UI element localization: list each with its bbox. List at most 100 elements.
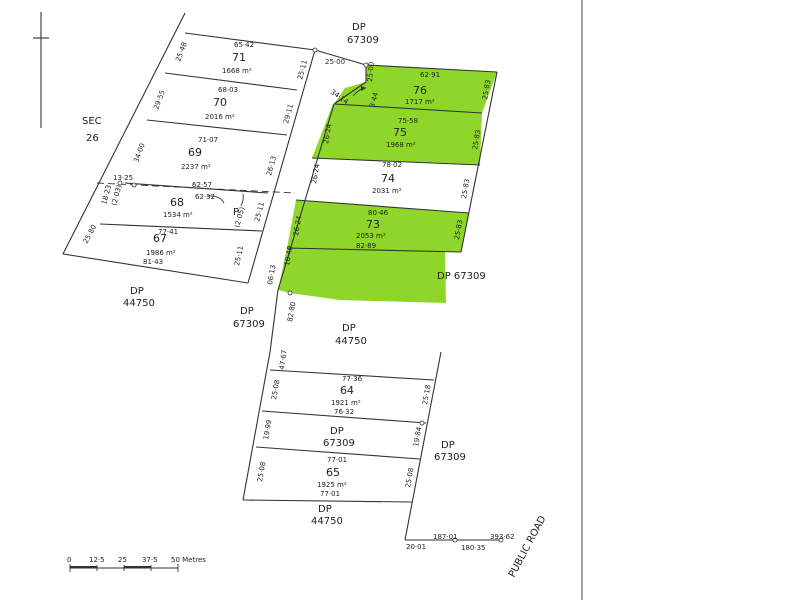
sec-number: 26 — [86, 133, 99, 144]
lot-75-fill — [312, 104, 482, 165]
lot-75: 75·58 75 1968 m² 26·24 25·83 — [322, 117, 482, 150]
lot-75-right-dim: 25·83 — [471, 129, 482, 150]
scale-tick-4: 50 Metres — [171, 556, 206, 564]
lot-69-top-dim: 71·07 — [198, 136, 218, 144]
dp-middle-left-dim: 19·99 — [262, 419, 273, 440]
lot-76-left-dim-d: 3·44 — [368, 91, 380, 109]
lot-71-number: 71 — [232, 51, 246, 64]
lot-65: 77·01 65 1925 m² 77·01 25·08 25·08 — [256, 456, 415, 498]
lot-69-number: 69 — [188, 146, 202, 159]
lot-block-upper-right — [277, 49, 498, 291]
lot-67-area: 1986 m² — [146, 249, 176, 257]
lot-73-top-dim: 80·46 — [368, 209, 389, 217]
scale-tick-1: 12·5 — [89, 556, 105, 564]
lot-65-left-dim: 25·08 — [256, 461, 267, 482]
lot-68: 13·25 62·57 62·32 68 1534 m² 18·23 (2·03… — [100, 174, 266, 229]
lot-71-left-dim: 25·48 — [174, 41, 188, 63]
lot-64-bottom-dim: 76·32 — [334, 408, 354, 416]
scale-tick-0: 0 — [67, 556, 71, 564]
lot-71-top-dim: 65·42 — [234, 41, 254, 49]
lot-76: 62·91 76 1717 m² 25·00 25·00 34·14 3·44 … — [325, 58, 492, 109]
lot-74: 78·02 74 2031 m² 26·24 25·83 — [310, 161, 471, 199]
lot-71-area: 1668 m² — [222, 67, 252, 75]
sec-label: SEC — [82, 116, 102, 127]
lot-76-fill — [334, 65, 497, 113]
lot-76-area: 1717 m² — [405, 98, 435, 106]
lot-69-left-dim: 34·00 — [132, 142, 146, 164]
lot-65-bottom-dim: 77·01 — [320, 490, 340, 498]
lot-75-number: 75 — [393, 126, 407, 139]
lot-dp-middle: 19·99 19·84 — [262, 419, 423, 447]
road-dim-a: 20·01 — [406, 543, 426, 551]
lot-65-right-dim: 25·08 — [404, 467, 415, 488]
lot-73-number: 73 — [366, 218, 380, 231]
lot-70-top-dim: 68·03 — [218, 86, 238, 94]
lot-green-bottom-fill — [278, 248, 461, 303]
lot-74-top-dim: 78·02 — [382, 161, 402, 169]
lot-64-top-dim: 77·36 — [342, 375, 363, 383]
lot-76-top-dim: 62·91 — [420, 71, 440, 79]
dp-mid-left-number: 67309 — [233, 319, 265, 330]
lot-74-number: 74 — [381, 172, 395, 185]
dp-top-number: 67309 — [347, 35, 379, 46]
lot-64: 47·67 77·36 64 1921 m² 76·32 25·08 25·18 — [270, 349, 432, 416]
lot-67-bottom-dim: 81·43 — [143, 258, 163, 266]
lot-73-right-dim: 25·83 — [453, 219, 464, 240]
dp-mid-left-label: DP — [240, 306, 254, 317]
lot-68-left-dim-a: 13·25 — [113, 174, 133, 182]
lot-68-mid-dim: 62·32 — [195, 193, 215, 201]
lot-70-left-dim: 29·55 — [152, 89, 166, 111]
lot-65-top-dim: 77·01 — [327, 456, 347, 464]
dp-bottom-label: DP — [318, 504, 332, 515]
lot-68-number: 68 — [170, 196, 184, 209]
lot-65-number: 65 — [326, 466, 340, 479]
north-marker-icon — [33, 12, 49, 128]
lot-64-left-dim: 25·08 — [270, 379, 281, 400]
lot-70-area: 2016 m² — [205, 113, 235, 121]
lot-70-right-dim: 29·11 — [282, 103, 295, 124]
survey-points — [117, 47, 504, 543]
lot-73-fill — [287, 200, 469, 252]
dp-top-label: DP — [352, 22, 366, 33]
lot-block-middle — [242, 289, 501, 541]
lot-69-area: 2237 m² — [181, 163, 211, 171]
scale-bar: 0 12·5 25 37·5 50 Metres — [67, 556, 206, 572]
green-bottom-below-dim: 82·80 — [286, 301, 297, 322]
lot-64-number: 64 — [340, 384, 354, 397]
lot-67-top-dim: 77·41 — [158, 228, 178, 236]
dp-left-number: 44750 — [123, 298, 155, 309]
lot-74-area: 2031 m² — [372, 187, 402, 195]
dp-mid-number: 44750 — [335, 336, 367, 347]
road-dim-d: 393·62 — [490, 533, 515, 541]
dp-lower-label: DP — [330, 426, 344, 437]
lot-73-area: 2053 m² — [356, 232, 386, 240]
lot-block-upper-left — [62, 12, 316, 284]
lot-74-right-dim: 25·83 — [460, 178, 471, 199]
dp-bottom-number: 44750 — [311, 516, 343, 527]
lot-68-right-dim-b: 25·11 — [253, 201, 266, 222]
dp-right-lower-label: DP — [441, 440, 455, 451]
lot-67-right-dim: 25·11 — [233, 245, 245, 266]
lot-67-number: 67 — [153, 232, 167, 245]
dp-lower-number: 67309 — [323, 438, 355, 449]
dp-right-green-label: DP 67309 — [437, 271, 486, 282]
easement-p-label: P — [233, 207, 239, 218]
lot-76-left-dim-b: 25·00 — [366, 62, 376, 83]
dp-left-label: DP — [130, 286, 144, 297]
lot-73: 80·46 73 2053 m² 82·89 26·24 25·83 — [292, 209, 464, 250]
lot-70-number: 70 — [213, 96, 227, 109]
scale-tick-2: 25 — [118, 556, 127, 564]
dp-right-lower-number: 67309 — [434, 452, 466, 463]
public-road-label: PUBLIC ROAD — [507, 514, 549, 580]
lot-64-area: 1921 m² — [331, 399, 361, 407]
lot-64-right-dim: 25·18 — [421, 384, 432, 405]
road-dim-b: 187·01 — [433, 533, 458, 541]
lot-64-left-dim-a: 47·67 — [278, 349, 289, 370]
lot-65-area: 1925 m² — [317, 481, 347, 489]
lot-68-area: 1534 m² — [163, 211, 193, 219]
lot-75-left-dim: 26·24 — [322, 123, 333, 145]
lot-green-bottom: 10·40 06·13 82·80 — [266, 245, 297, 322]
lot-75-area: 1968 m² — [386, 141, 416, 149]
lot-75-top-dim: 75·58 — [398, 117, 418, 125]
